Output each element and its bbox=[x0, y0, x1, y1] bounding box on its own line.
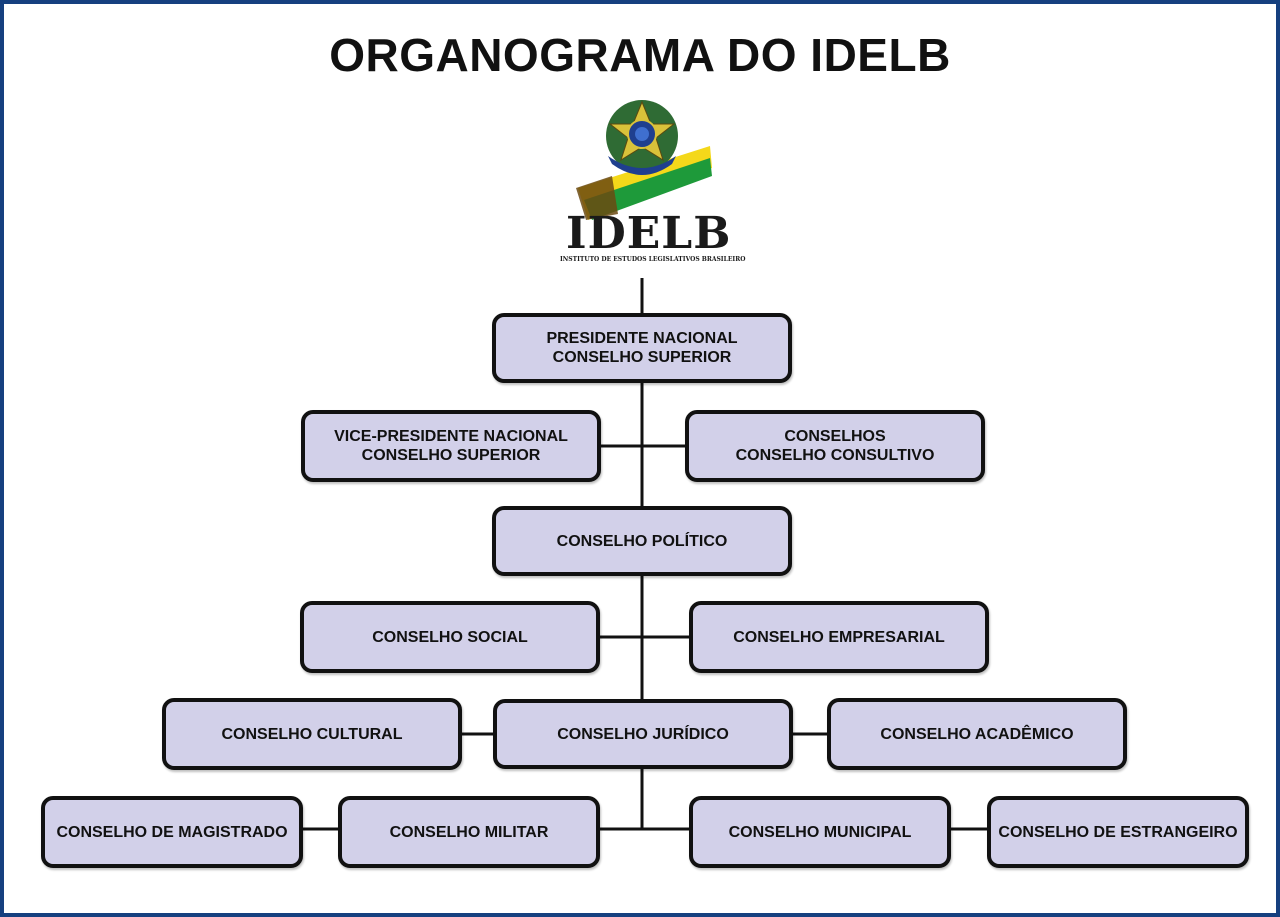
node-label: CONSELHO DE ESTRANGEIRO bbox=[998, 823, 1238, 841]
node-label-line: PRESIDENTE NACIONAL bbox=[546, 330, 738, 347]
node-presidente-nacional: PRESIDENTE NACIONAL CONSELHO SUPERIOR bbox=[492, 313, 792, 383]
node-label: CONSELHO EMPRESARIAL bbox=[733, 628, 945, 646]
node-conselho-militar: CONSELHO MILITAR bbox=[338, 796, 600, 868]
node-conselho-juridico: CONSELHO JURÍDICO bbox=[493, 699, 793, 769]
node-conselho-social: CONSELHO SOCIAL bbox=[300, 601, 600, 673]
node-label-line: CONSELHO SUPERIOR bbox=[552, 349, 732, 366]
node-label-line: CONSELHO SUPERIOR bbox=[361, 447, 541, 464]
node-label: CONSELHO SOCIAL bbox=[372, 628, 528, 646]
node-conselho-municipal: CONSELHO MUNICIPAL bbox=[689, 796, 951, 868]
node-label: CONSELHO ACADÊMICO bbox=[880, 725, 1074, 743]
node-conselho-cultural: CONSELHO CULTURAL bbox=[162, 698, 462, 770]
node-vice-presidente-nacional: VICE-PRESIDENTE NACIONAL CONSELHO SUPERI… bbox=[301, 410, 601, 482]
node-conselhos: CONSELHOS CONSELHO CONSULTIVO bbox=[685, 410, 985, 482]
node-label-line: VICE-PRESIDENTE NACIONAL bbox=[334, 428, 568, 445]
node-label: CONSELHO DE MAGISTRADO bbox=[56, 823, 288, 841]
node-conselho-de-estrangeiro: CONSELHO DE ESTRANGEIRO bbox=[987, 796, 1249, 868]
node-label: CONSELHO JURÍDICO bbox=[557, 725, 729, 743]
node-conselho-politico: CONSELHO POLÍTICO bbox=[492, 506, 792, 576]
logo-wordmark: IDELB bbox=[566, 208, 732, 259]
node-label-line: CONSELHOS bbox=[784, 428, 886, 445]
node-conselho-empresarial: CONSELHO EMPRESARIAL bbox=[689, 601, 989, 673]
node-label: CONSELHO MILITAR bbox=[389, 823, 549, 841]
node-label: CONSELHO POLÍTICO bbox=[556, 532, 728, 550]
flag-ribbon-icon bbox=[576, 146, 712, 220]
coat-of-arms-icon bbox=[606, 100, 678, 175]
logo-subtitle: INSTITUTO DE ESTUDOS LEGISLATIVOS BRASIL… bbox=[560, 256, 746, 263]
page-title: ORGANOGRAMA DO IDELB bbox=[329, 29, 951, 81]
node-label-line: CONSELHO CONSULTIVO bbox=[735, 447, 935, 464]
node-label: CONSELHO MUNICIPAL bbox=[728, 823, 912, 841]
node-conselho-academico: CONSELHO ACADÊMICO bbox=[827, 698, 1127, 770]
idelb-logo bbox=[576, 100, 712, 220]
node-label: CONSELHO CULTURAL bbox=[221, 725, 403, 743]
node-conselho-de-magistrado: CONSELHO DE MAGISTRADO bbox=[41, 796, 303, 868]
